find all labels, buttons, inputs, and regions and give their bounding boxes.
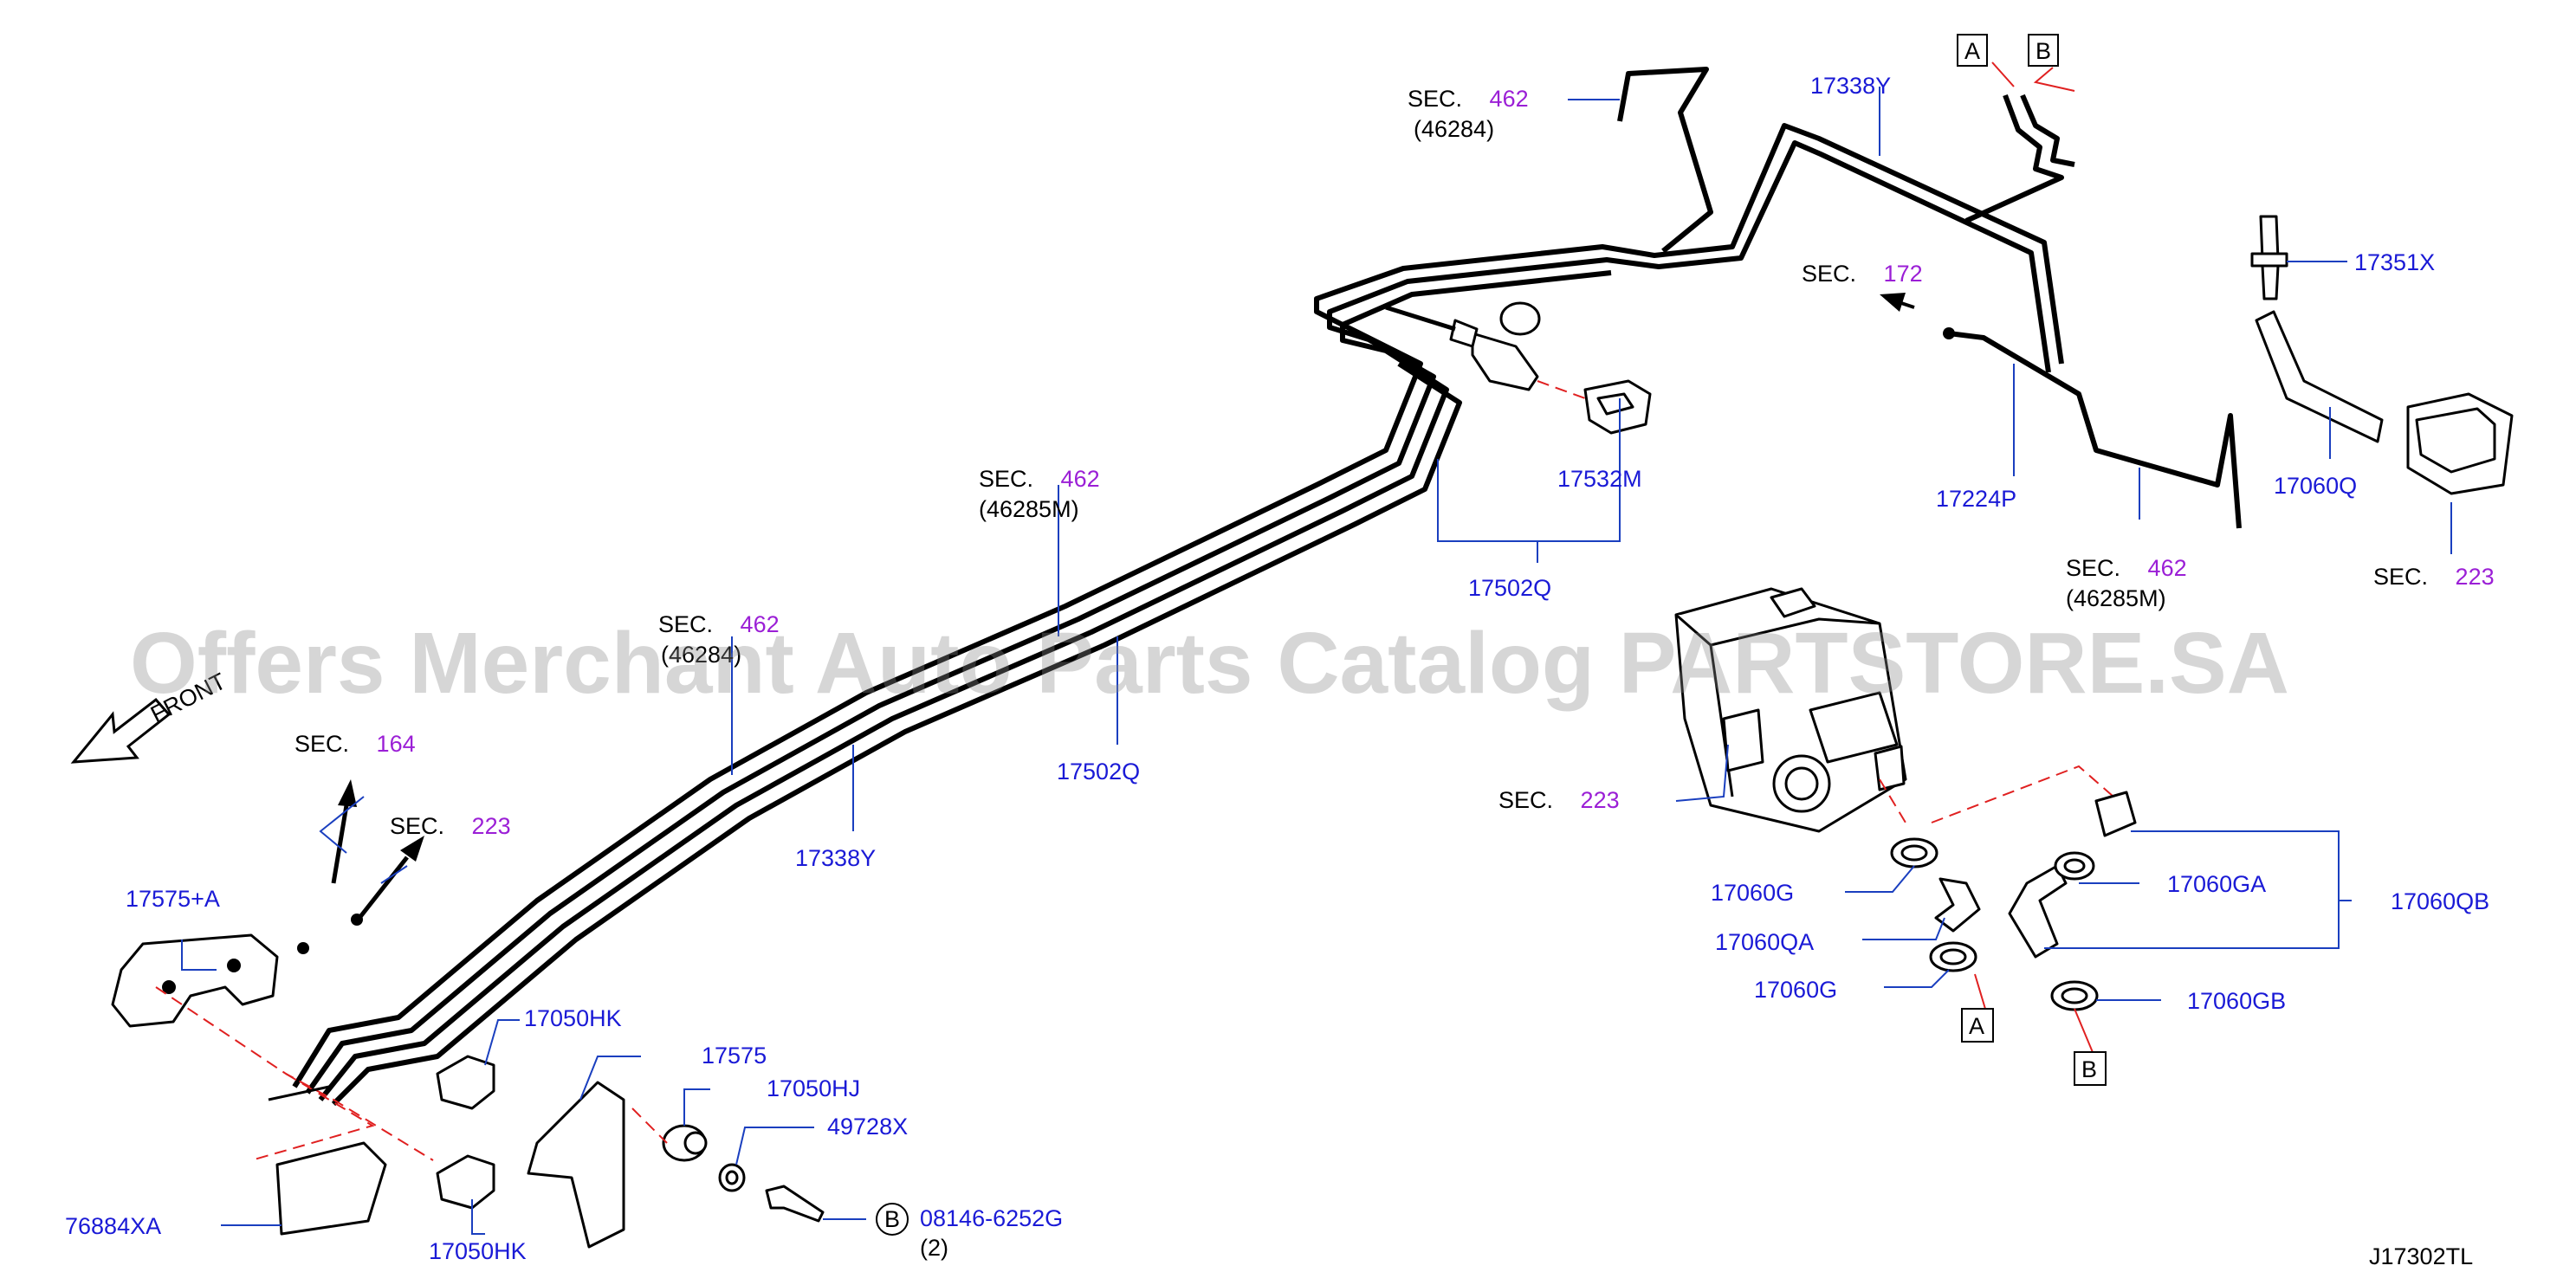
vapor-tube-top — [1617, 67, 1713, 254]
small-tube-ab — [1964, 94, 2064, 223]
part-17575[interactable]: 17575 — [702, 1043, 767, 1069]
section-ref-462-top[interactable]: SEC. 462 — [1408, 86, 1529, 112]
part-17060ga[interactable]: 17060GA — [2167, 871, 2266, 897]
protector-76884xa — [275, 1141, 387, 1236]
clamp-17060ga — [2054, 851, 2095, 881]
part-17532m[interactable]: 17532M — [1557, 466, 1642, 492]
pressure-sensor-assembly — [1385, 301, 1541, 391]
arrow-sec223-head — [400, 836, 424, 862]
part-17060g-upper[interactable]: 17060G — [1711, 880, 1794, 906]
part-17575a[interactable]: 17575+A — [126, 886, 220, 912]
ref-box-a-bottom[interactable]: A — [1961, 1008, 1994, 1043]
part-17060q[interactable]: 17060Q — [2274, 473, 2357, 499]
section-sub-46284-top: (46284) — [1414, 116, 1494, 142]
link-canister-2 — [1931, 765, 2114, 823]
link-bracket-2 — [250, 1073, 375, 1161]
link-b-upper — [2033, 67, 2075, 92]
bracket-edge — [268, 1085, 330, 1101]
link-a-upper — [1991, 61, 2015, 87]
ref-box-b-top[interactable]: B — [2028, 34, 2059, 67]
tube-end — [1943, 327, 1955, 339]
leader-lines — [181, 87, 2452, 1235]
tube-end-left-2 — [297, 942, 309, 954]
connector-17532m — [1583, 379, 1652, 435]
part-17060qa[interactable]: 17060QA — [1715, 929, 1814, 955]
part-17224p[interactable]: 17224P — [1936, 486, 2016, 512]
grommet-17050hj — [662, 1124, 708, 1162]
bracket-17575 — [527, 1081, 625, 1249]
svg-text:B: B — [2081, 1056, 2097, 1082]
vapor-tube-17224p — [1948, 331, 2242, 529]
diagram-id: J17302TL — [2369, 1243, 2473, 1269]
part-17060g-lower[interactable]: 17060G — [1754, 977, 1837, 1003]
section-ref-223-canister[interactable]: SEC. 223 — [1498, 787, 1620, 813]
section-ref-223-left[interactable]: SEC. 223 — [390, 813, 511, 839]
clamp-17060g-upper — [1890, 837, 1938, 869]
clip-17050hk-upper — [436, 1055, 495, 1110]
link-17532m — [1537, 380, 1586, 399]
bracket-17575a — [111, 933, 279, 1028]
section-ref-462-mid[interactable]: SEC. 462 — [979, 466, 1100, 492]
washer-49728x — [718, 1163, 746, 1192]
part-17502q-mid[interactable]: 17502Q — [1057, 759, 1140, 785]
section-sub-46285m-mid: (46285M) — [979, 496, 1079, 522]
watermark: Offers Merchant Auto Parts Catalog PARTS… — [130, 615, 2289, 712]
part-17338y-top[interactable]: 17338Y — [1810, 73, 1891, 99]
part-49728x[interactable]: 49728X — [827, 1114, 908, 1140]
small-tube-ab-2 — [2020, 94, 2075, 167]
section-ref-172[interactable]: SEC. 172 — [1802, 261, 1923, 287]
part-08146-6252g[interactable]: 08146-6252G — [920, 1205, 1063, 1231]
section-sub-46284-left: (46284) — [661, 642, 741, 668]
clamp-17060gb — [2050, 980, 2099, 1011]
bolt-08146 — [765, 1185, 825, 1223]
ref-box-a-top[interactable]: A — [1957, 34, 1988, 67]
part-17050hk-lower[interactable]: 17050HK — [429, 1238, 527, 1264]
part-17060qb[interactable]: 17060QB — [2391, 888, 2489, 914]
svg-text:A: A — [1969, 1013, 1984, 1039]
arrow-sec164-head — [338, 779, 357, 807]
section-ref-223-right[interactable]: SEC. 223 — [2373, 564, 2495, 590]
clip-17050hk-lower — [436, 1154, 495, 1210]
fuel-tube-bundle — [292, 123, 2064, 1107]
tube-end-left — [351, 914, 363, 926]
bolt-quantity: (2) — [920, 1235, 948, 1261]
hose-17060qb — [2008, 791, 2137, 959]
link-b-lower — [2074, 1008, 2095, 1057]
evap-canister — [1674, 587, 1907, 833]
bolt-marker-b[interactable]: B — [876, 1203, 909, 1236]
link-bracket-1 — [155, 986, 434, 1161]
part-17060gb[interactable]: 17060GB — [2187, 988, 2286, 1014]
svg-text:A: A — [1964, 38, 1980, 64]
part-17050hk-upper[interactable]: 17050HK — [524, 1005, 622, 1031]
clamp-17060g-lower — [1929, 941, 1977, 972]
part-17502q-top[interactable]: 17502Q — [1468, 575, 1551, 601]
svg-text:B: B — [2036, 38, 2051, 64]
svg-text:B: B — [884, 1206, 900, 1232]
tube-17351x — [2250, 215, 2288, 300]
front-arrow-icon — [70, 697, 172, 764]
section-ref-462-left[interactable]: SEC. 462 — [658, 611, 780, 637]
arrow-sec223-shaft — [358, 856, 409, 920]
section-sub-46285m-right: (46285M) — [2066, 585, 2166, 611]
link-bracket-3 — [631, 1107, 668, 1144]
part-17351x[interactable]: 17351X — [2354, 249, 2435, 275]
part-17338y-mid[interactable]: 17338Y — [795, 845, 876, 871]
hose-17060q — [2255, 310, 2384, 443]
link-canister-1 — [1879, 778, 1906, 823]
ref-box-b-bottom[interactable]: B — [2074, 1051, 2107, 1086]
part-17050hj[interactable]: 17050HJ — [767, 1075, 860, 1101]
hose-17060qa — [1934, 877, 1981, 933]
arrow-head-sec172 — [1880, 293, 1906, 312]
arrow-sec164-shaft — [331, 804, 349, 884]
filter-sec223 — [2406, 392, 2514, 495]
section-ref-462-right[interactable]: SEC. 462 — [2066, 555, 2187, 581]
section-ref-164[interactable]: SEC. 164 — [294, 731, 416, 757]
part-76884xa[interactable]: 76884XA — [65, 1213, 161, 1239]
